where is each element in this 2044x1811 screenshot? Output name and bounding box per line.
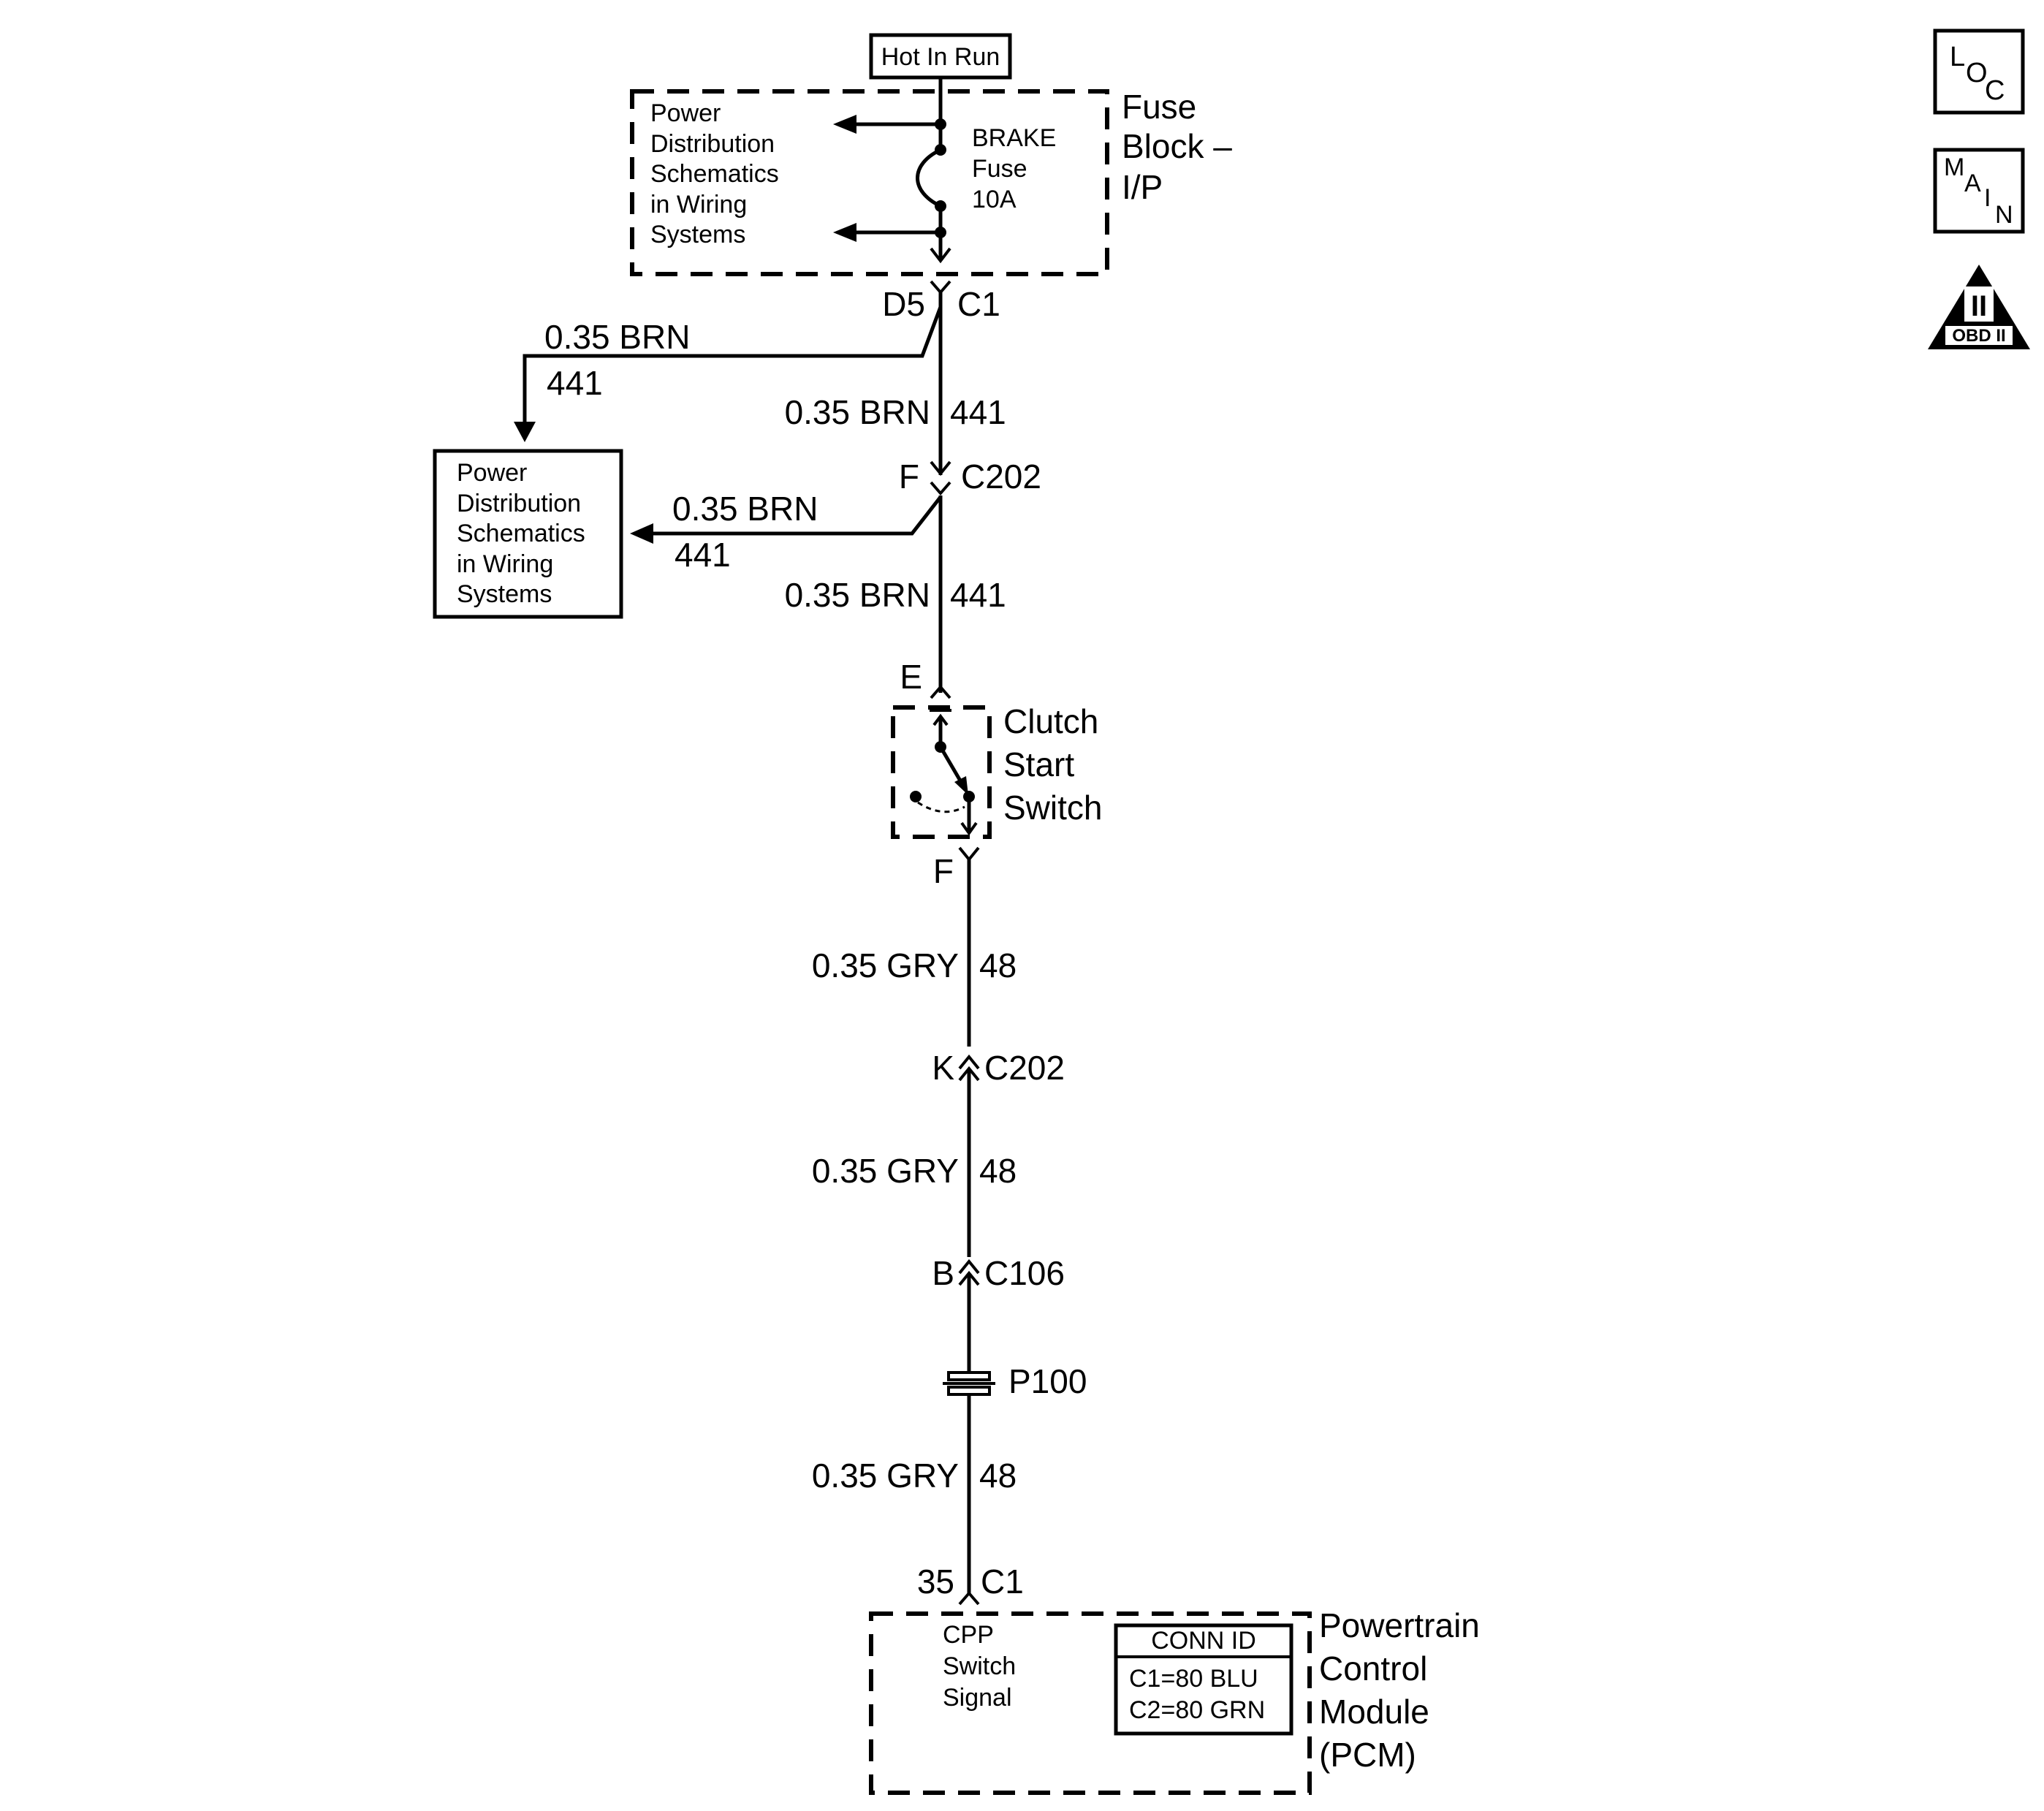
connector-icon <box>930 481 951 496</box>
c106-label: C106 <box>984 1254 1065 1292</box>
branch-mid-circuit: 441 <box>675 536 731 574</box>
svg-text:M: M <box>1944 153 1964 181</box>
connector-icon <box>958 1590 980 1606</box>
wire-3-label: 0.35 GRY <box>812 946 959 984</box>
wire-3-circuit: 48 <box>979 946 1017 984</box>
connector-icon <box>958 1054 980 1070</box>
wire-1-label: 0.35 BRN <box>785 393 930 431</box>
fuse-block-pin: D5 <box>882 285 925 323</box>
fuse-block-name: Fuse Block – I/P <box>1122 88 1242 206</box>
fuse-block-connector-label: C1 <box>957 285 1000 323</box>
pcm-module: 35 C1 CPP Switch Signal CONN ID C1=80 BL… <box>869 1563 1489 1795</box>
ref-box-text: Power Distribution Schematics in Wiring … <box>457 459 592 608</box>
conn-id-row: C2=80 GRN <box>1129 1696 1265 1724</box>
wire-2-label: 0.35 BRN <box>785 576 930 614</box>
wire-5-circuit: 48 <box>979 1457 1017 1495</box>
wire-4-circuit: 48 <box>979 1152 1017 1190</box>
main-icon[interactable]: M A I N <box>1933 148 2025 234</box>
svg-text:II: II <box>1971 290 1987 322</box>
svg-text:N: N <box>1995 201 2013 229</box>
supply-label-text: Hot In Run <box>881 43 1000 71</box>
clutch-start-switch: E Clutch Start Switch F <box>891 658 1108 890</box>
connector-icon <box>930 280 951 295</box>
grommet-icon <box>947 1371 991 1381</box>
svg-text:I: I <box>1984 184 1991 212</box>
connector-icon <box>958 846 980 862</box>
wire-5-label: 0.35 GRY <box>812 1457 959 1495</box>
svg-text:L: L <box>1950 42 1965 72</box>
supply-label: Hot In Run <box>869 33 1012 80</box>
svg-text:C: C <box>1985 75 2005 106</box>
c106-pin: B <box>932 1254 954 1292</box>
connector-icon <box>930 684 951 699</box>
fuse-block-ref-text: Power Distribution Schematics in Wiring … <box>650 99 786 248</box>
arrow-left-icon <box>630 523 653 544</box>
p100-pass-through: P100 <box>943 1362 1087 1400</box>
pcm-connector-label: C1 <box>981 1563 1024 1601</box>
arrow-down-icon <box>514 422 536 442</box>
conn-id-row: C1=80 BLU <box>1129 1665 1258 1693</box>
brake-fuse-label: BRAKE Fuse 10A <box>972 124 1063 213</box>
c202-top-connector: F C202 <box>899 458 1041 496</box>
branch-left: 0.35 BRN 441 <box>514 306 943 442</box>
c202-top-pin: F <box>899 458 919 496</box>
c202-bottom-connector: K C202 <box>932 1049 1065 1087</box>
clutch-switch-pin-in: E <box>900 658 922 696</box>
connector-icon <box>958 1258 980 1275</box>
obd-ii-icon[interactable]: II OBD II <box>1928 265 2030 349</box>
svg-text:A: A <box>1964 170 1981 197</box>
fuse-block: Power Distribution Schematics in Wiring … <box>630 77 1242 276</box>
branch-left-wire: 0.35 BRN <box>544 318 690 356</box>
wire-1-circuit: 441 <box>950 393 1006 431</box>
power-distribution-ref-box: Power Distribution Schematics in Wiring … <box>433 449 623 619</box>
clutch-switch-name: Clutch Start Switch <box>1003 702 1108 827</box>
c106-connector: B C106 <box>932 1254 1065 1292</box>
svg-text:OBD II: OBD II <box>1952 326 2005 346</box>
wire-2-circuit: 441 <box>950 576 1006 614</box>
pcm-signal-label: CPP Switch Signal <box>943 1621 1023 1712</box>
c202-top-label: C202 <box>961 458 1041 496</box>
arrow-left-icon <box>833 115 856 134</box>
arrow-left-icon <box>833 223 856 242</box>
c202-bottom-pin: K <box>932 1049 954 1087</box>
branch-mid-wire: 0.35 BRN <box>672 490 818 528</box>
fuse-block-connector: D5 C1 <box>882 280 1000 323</box>
c202-bottom-label: C202 <box>984 1049 1065 1087</box>
clutch-switch-pin-out: F <box>933 852 954 890</box>
branch-mid: 0.35 BRN 441 <box>630 490 942 574</box>
conn-id-title: CONN ID <box>1151 1627 1256 1655</box>
wire-4-label: 0.35 GRY <box>812 1152 959 1190</box>
pcm-pin: 35 <box>917 1563 954 1601</box>
pcm-name: Powertrain Control Module (PCM) <box>1319 1606 1489 1774</box>
svg-text:O: O <box>1966 58 1988 88</box>
branch-left-circuit: 441 <box>547 364 603 402</box>
fuse-icon <box>916 148 942 208</box>
conn-id-table: CONN ID C1=80 BLU C2=80 GRN <box>1114 1623 1293 1736</box>
loc-icon[interactable]: L O C <box>1933 29 2025 115</box>
p100-label: P100 <box>1008 1362 1087 1400</box>
switch-blade-icon <box>938 745 965 787</box>
